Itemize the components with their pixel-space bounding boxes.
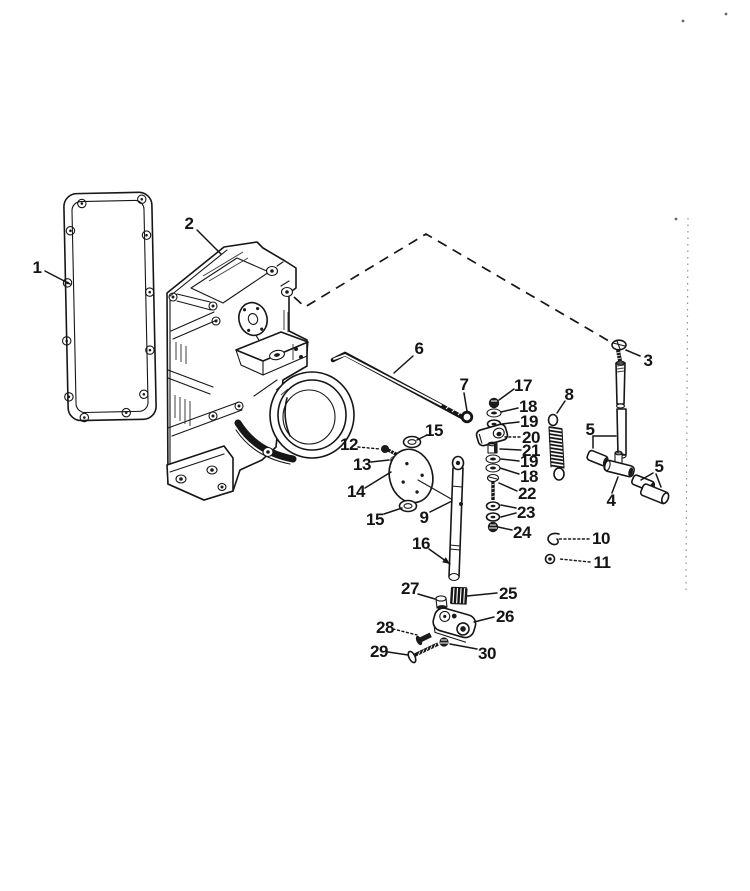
nut-part-30	[439, 637, 449, 647]
callout-2: 2	[185, 214, 194, 233]
screw-part-12	[381, 445, 399, 457]
callout-6: 6	[415, 339, 424, 358]
callout-15: 15	[425, 421, 443, 440]
callout-30: 30	[478, 644, 496, 663]
callout-9: 9	[420, 508, 429, 527]
link-parts-9-16	[417, 455, 465, 582]
callout-23: 23	[517, 503, 535, 522]
callout-22: 22	[518, 484, 536, 503]
callout-29: 29	[370, 642, 388, 661]
link-rod-part	[615, 360, 627, 459]
rod-nut-part-7	[460, 410, 474, 424]
callout-12: 12	[340, 435, 358, 454]
screw-part-22	[486, 473, 500, 500]
screw-part-28	[415, 632, 432, 646]
gasket-part	[61, 191, 157, 423]
cam-block-part-26	[432, 607, 477, 643]
callout-24: 24	[513, 523, 532, 542]
swivel-tee-part-4	[603, 450, 635, 478]
callout-7: 7	[460, 375, 469, 394]
housing-part	[166, 241, 355, 501]
assembly-dashed-line	[293, 233, 615, 345]
callout-17: 17	[514, 376, 532, 395]
callout-27: 27	[401, 579, 419, 598]
plate-part-14	[388, 448, 434, 504]
callout-8: 8	[565, 385, 574, 404]
callout-21: 21	[522, 441, 540, 460]
scan-artifacts	[674, 12, 728, 591]
callout-20: 20	[522, 428, 540, 447]
callout-19: 19	[520, 412, 538, 431]
spacer-part-21	[487, 441, 498, 454]
clip-part-10	[547, 532, 560, 546]
screw-part-29	[407, 642, 439, 664]
spring-part-25	[450, 586, 468, 605]
callout-16: 16	[412, 534, 430, 553]
callout-18: 18	[520, 467, 538, 486]
callout-11: 11	[594, 553, 611, 572]
callout-13: 13	[353, 455, 371, 474]
callout-25: 25	[499, 584, 517, 603]
throttle-rod-part	[330, 351, 465, 420]
callout-4: 4	[607, 491, 617, 510]
callout-10: 10	[592, 529, 610, 548]
callout-19: 19	[520, 452, 538, 471]
callout-18: 18	[519, 397, 537, 416]
callout-3: 3	[644, 351, 653, 370]
grommet-part-11	[544, 553, 556, 565]
callout-26: 26	[496, 607, 514, 626]
callout-labels: 1234556789101112131415151617181920211918…	[33, 214, 665, 663]
callout-15: 15	[366, 510, 384, 529]
callout-5: 5	[586, 420, 595, 439]
spacer-parts-5	[586, 449, 670, 505]
screw-part-3	[611, 339, 627, 362]
hardware-stack-parts	[475, 397, 509, 533]
spring-part-8	[547, 413, 565, 481]
callout-28: 28	[376, 618, 394, 637]
callout-1: 1	[33, 258, 42, 277]
swivel-block-part-20	[475, 423, 509, 447]
washer-parts-15	[398, 435, 422, 513]
callout-14: 14	[347, 482, 366, 501]
callout-5: 5	[655, 457, 664, 476]
